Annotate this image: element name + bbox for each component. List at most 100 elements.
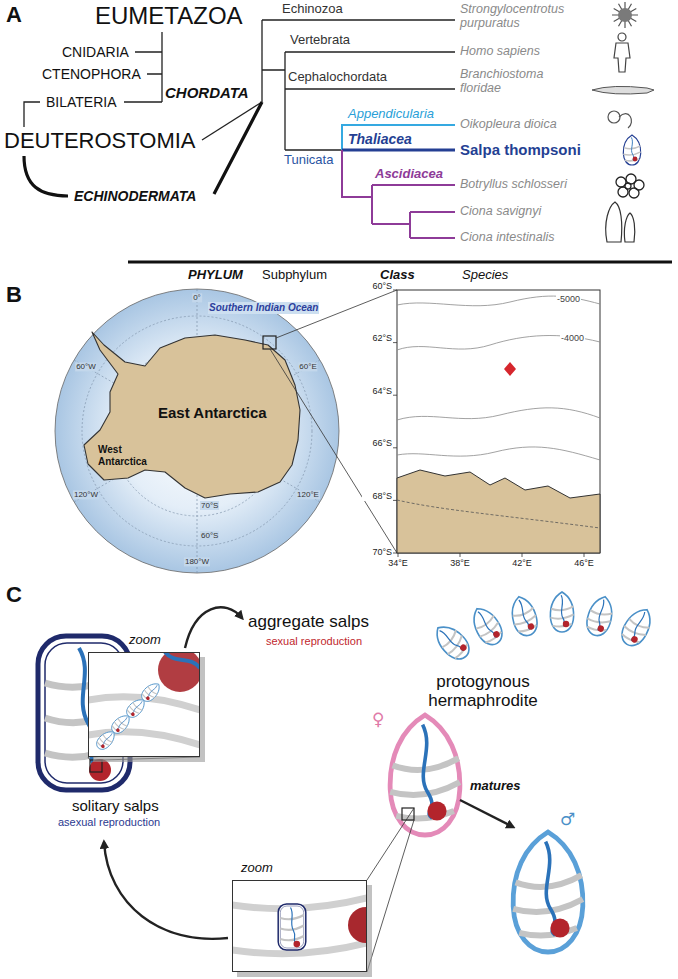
- rank-axis: [128, 261, 672, 264]
- aggregate-chain: [467, 603, 507, 649]
- inset-map-frame: [397, 290, 600, 553]
- zoom-content: [232, 898, 367, 954]
- latitude-label: 60°S: [200, 531, 219, 540]
- arrow-label: matures: [470, 779, 521, 794]
- clade-label: BILATERIA: [46, 94, 117, 110]
- matures-arrow: [460, 800, 513, 827]
- class-label: Thaliacea: [348, 131, 412, 147]
- aggregate-chain: [430, 620, 475, 665]
- species-name: Salpa thompsoni: [460, 141, 581, 158]
- box-heading: zoom: [129, 633, 161, 648]
- human-icon: [614, 43, 630, 72]
- longitude-label: 46°E: [574, 558, 594, 568]
- graticule: [74, 289, 320, 573]
- zoom-leader: [367, 808, 414, 972]
- panel-letter: A: [6, 2, 22, 27]
- longitude-label: 60°E: [298, 362, 317, 371]
- inset-leader: [270, 290, 397, 553]
- ice-edge: [397, 500, 600, 528]
- region-label: East Antarctica: [158, 404, 267, 421]
- bathymetry-contour: [397, 296, 600, 460]
- longitude-label: 42°E: [512, 558, 532, 568]
- ciona-icon: [606, 202, 622, 242]
- phylum-label: ECHINODERMATA: [74, 188, 196, 204]
- human-icon: [614, 33, 630, 72]
- botryllus-icon: [629, 188, 639, 198]
- class-label: Ascidiacea: [375, 167, 443, 182]
- longitude-label: 38°E: [450, 558, 470, 568]
- study-area-box: [263, 336, 276, 349]
- antarctica-land: [84, 332, 300, 498]
- longitude-label: 34°E: [388, 558, 408, 568]
- zoom-content: [165, 652, 200, 668]
- zoom-content: [139, 680, 164, 705]
- bathymetry-contour: [397, 408, 600, 420]
- subphylum-label: Cephalochordata: [288, 70, 387, 85]
- zoom-ground: [232, 880, 367, 972]
- panel-letter: C: [6, 582, 22, 607]
- cycle-arrow: [185, 607, 242, 648]
- lancelet-icon: [592, 86, 654, 94]
- botryllus-icon: [625, 183, 631, 189]
- species-name: Oikopleura dioica: [460, 117, 557, 131]
- aggregate-chain: [617, 604, 657, 650]
- appendicularia-branch: [342, 125, 455, 150]
- phylum-label: CHORDATA: [165, 84, 249, 101]
- ciona-icon: [624, 213, 634, 242]
- botryllus-icon: [616, 174, 644, 198]
- stage-label: aggregate salps: [248, 612, 369, 632]
- phylogeny-tree: [24, 102, 40, 127]
- phylogeny-tree: [262, 20, 455, 150]
- longitude-label: 120°E: [296, 490, 320, 499]
- rank-label: Species: [462, 268, 508, 283]
- thaliacea-branch: [342, 149, 455, 152]
- subphylum-label: Echinozoa: [282, 2, 343, 17]
- ocean-label: Southern Indian Ocean: [208, 302, 319, 314]
- larvacean-icon: [608, 111, 620, 123]
- depth-label: -4000: [560, 333, 585, 343]
- stage-label: protogynous hermaphrodite: [418, 672, 548, 710]
- human-icon: [618, 33, 626, 41]
- urchin-icon: [612, 2, 638, 28]
- latitude-label: 70°S: [362, 547, 392, 557]
- clade-label: EUMETAZOA: [95, 2, 243, 30]
- reproduction-label: sexual reproduction: [266, 635, 362, 648]
- aggregate-chain: [584, 594, 617, 639]
- latitude-label: 62°S: [362, 333, 392, 343]
- longitude-label: 0°: [192, 293, 202, 302]
- subphylum-label: Vertebrata: [290, 33, 350, 48]
- female-salp: [390, 715, 460, 835]
- latitude-label: 60°S: [362, 281, 392, 291]
- latitude-label: 70°S: [200, 501, 219, 510]
- zoom-content: [278, 904, 306, 950]
- ascidiacea-branch: [342, 150, 455, 238]
- panel-letter: B: [6, 282, 22, 307]
- inset-land: [397, 470, 600, 553]
- stage-label: solitary salps: [72, 797, 159, 814]
- subphylum-label: Tunicata: [284, 153, 333, 168]
- sampling-site: [504, 362, 516, 376]
- clade-label: DEUTEROSTOMIA: [4, 128, 196, 153]
- aggregate-chain: [430, 592, 657, 664]
- graticule: [74, 289, 320, 573]
- sex-symbol: ♂: [560, 810, 575, 830]
- zoom-content: [88, 652, 200, 752]
- species-name: Branchiostoma floridae: [460, 67, 575, 96]
- urchin-icon: [612, 2, 638, 28]
- zoom-marker: [402, 808, 414, 820]
- bathymetry-contour: [397, 447, 600, 460]
- species-name: Ciona savignyi: [460, 204, 541, 218]
- rank-label: Subphylum: [262, 268, 327, 283]
- globe-ocean: [55, 289, 339, 573]
- species-name: Ciona intestinalis: [460, 230, 555, 244]
- clade-label: CTENOPHORA: [42, 66, 141, 82]
- salp-icon: [623, 135, 640, 165]
- zoom-box: zoom: [232, 880, 367, 972]
- rank-label: PHYLUM: [188, 268, 243, 283]
- latitude-label: 66°S: [362, 438, 392, 448]
- longitude-label: 180°W: [184, 557, 210, 566]
- larvacean-icon: [608, 111, 631, 128]
- ciona-icon: [606, 202, 635, 242]
- zoom-content: [158, 652, 200, 692]
